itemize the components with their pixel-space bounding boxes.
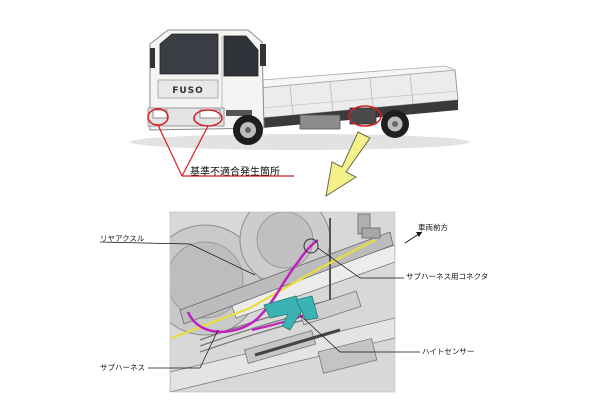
callout-rear-harness <box>348 105 382 127</box>
windshield <box>159 33 219 75</box>
right-mirror <box>260 44 266 66</box>
leader-height-sensor <box>299 314 420 353</box>
brand-logo: FUSO <box>172 86 204 96</box>
subharness-path <box>186 238 319 334</box>
fuel-tank <box>299 114 341 130</box>
leader-line-right <box>181 125 209 177</box>
left-mirror <box>150 48 155 68</box>
height-sensor-bracket <box>263 295 303 331</box>
leader-subharness <box>148 329 219 369</box>
noncompliance-location-label: 基準不適合発生箇所 <box>190 167 280 178</box>
truck-shadow <box>130 134 470 150</box>
subharness-connector-label: サブハーネス用コネクタ <box>406 272 489 281</box>
leader-connector <box>317 247 404 279</box>
leader-rear-axle <box>99 241 256 276</box>
connector-callout <box>303 238 319 254</box>
pointer-arrow <box>325 131 371 198</box>
battery-box <box>349 107 377 125</box>
cab-step <box>226 110 252 116</box>
yellow-wire <box>171 239 376 340</box>
vehicle-front-label: 車両前方 <box>418 223 448 232</box>
rear-wheel <box>381 110 409 138</box>
leader-line-left <box>157 124 183 177</box>
side-window <box>223 35 259 77</box>
subharness-label: サブハーネス <box>100 363 145 372</box>
grille <box>157 79 219 99</box>
height-sensor-label: ハイトセンサー <box>422 347 475 356</box>
front-wheel <box>233 115 263 145</box>
truck-illustration: FUSO <box>130 29 470 198</box>
rear-axle-label: リヤアクスル <box>100 234 145 243</box>
